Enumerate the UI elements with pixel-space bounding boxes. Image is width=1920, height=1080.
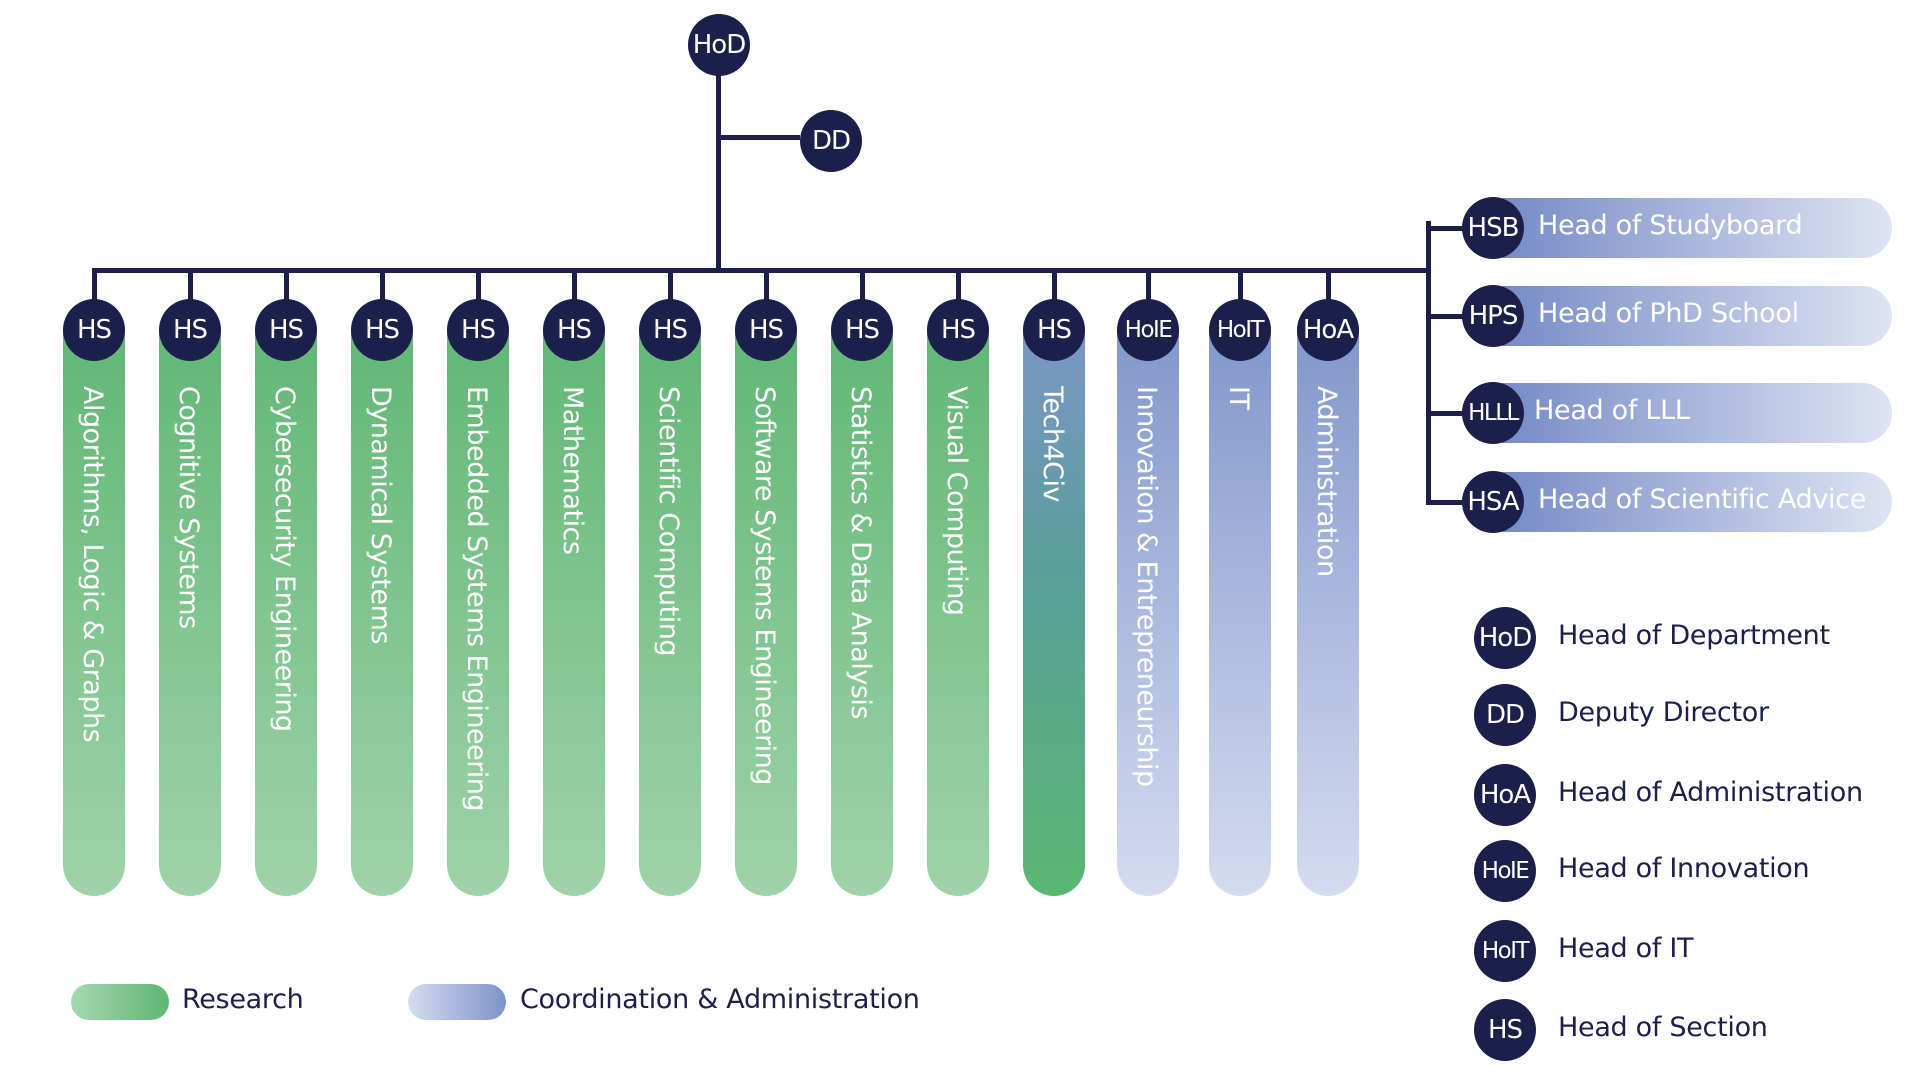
dd-connector-line — [716, 135, 800, 140]
section-label: Dynamical Systems — [365, 386, 396, 644]
key-label: Head of Department — [1558, 620, 1830, 651]
key-node: HoD — [1474, 607, 1536, 669]
section-head-node: HS — [543, 299, 605, 361]
section-head-node: HS — [255, 299, 317, 361]
column-stem — [1326, 270, 1331, 300]
key-label: Deputy Director — [1558, 697, 1769, 728]
section-label: Software Systems Engineering — [749, 386, 780, 785]
hod-node: HoD — [688, 14, 750, 76]
section-pill — [351, 300, 413, 896]
column-stem — [92, 270, 97, 300]
side-connector-line — [1426, 500, 1466, 505]
column-stem — [1052, 270, 1057, 300]
hod-vertical-line — [716, 74, 721, 270]
section-pill — [1297, 300, 1359, 896]
section-label: IT — [1223, 386, 1254, 410]
section-label: Visual Computing — [941, 386, 972, 616]
column-stem — [1238, 270, 1243, 300]
main-horizontal-line — [92, 268, 1431, 273]
section-pill — [831, 300, 893, 896]
side-head-pill — [1462, 198, 1892, 258]
column-stem — [476, 270, 481, 300]
section-head-node: HoIE — [1117, 299, 1179, 361]
section-head-node: HS — [831, 299, 893, 361]
section-head-node: HS — [447, 299, 509, 361]
key-label: Head of Section — [1558, 1012, 1768, 1043]
key-node: HoIE — [1474, 840, 1536, 902]
section-pill — [735, 300, 797, 896]
section-label: Algorithms, Logic & Graphs — [77, 386, 108, 743]
section-head-node: HS — [735, 299, 797, 361]
section-pill — [639, 300, 701, 896]
side-head-node: HPS — [1462, 285, 1524, 347]
column-stem — [860, 270, 865, 300]
color-legend-label: Coordination & Administration — [520, 984, 920, 1015]
section-pill — [63, 300, 125, 896]
section-pill — [1023, 300, 1085, 896]
section-pill — [1117, 300, 1179, 896]
column-stem — [956, 270, 961, 300]
section-label: Scientific Computing — [653, 386, 684, 656]
column-stem — [188, 270, 193, 300]
key-node: HS — [1474, 999, 1536, 1061]
column-stem — [1146, 270, 1151, 300]
key-node: HoIT — [1474, 920, 1536, 982]
research-swatch — [71, 984, 169, 1020]
section-pill — [447, 300, 509, 896]
side-connector-line — [1426, 226, 1466, 231]
key-label: Head of Administration — [1558, 777, 1863, 808]
side-head-pill — [1462, 286, 1892, 346]
side-head-label: Head of Scientific Advice — [1538, 484, 1867, 515]
side-head-label: Head of LLL — [1534, 395, 1690, 426]
section-label: Statistics & Data Analysis — [845, 386, 876, 719]
section-label: Innovation & Entrepreneurship — [1131, 386, 1162, 787]
section-pill — [543, 300, 605, 896]
section-head-node: HS — [1023, 299, 1085, 361]
key-label: Head of Innovation — [1558, 853, 1810, 884]
section-head-node: HS — [159, 299, 221, 361]
column-stem — [572, 270, 577, 300]
section-head-node: HS — [639, 299, 701, 361]
section-label: Cognitive Systems — [173, 386, 204, 629]
side-head-label: Head of PhD School — [1538, 298, 1799, 329]
section-pill — [159, 300, 221, 896]
dd-node: DD — [800, 110, 862, 172]
section-pill — [927, 300, 989, 896]
coordination-swatch — [408, 984, 506, 1020]
column-stem — [668, 270, 673, 300]
side-head-pill — [1462, 472, 1892, 532]
side-connector-line — [1426, 314, 1466, 319]
section-head-node: HS — [351, 299, 413, 361]
section-head-node: HoIT — [1209, 299, 1271, 361]
column-stem — [764, 270, 769, 300]
side-branch-vertical-line — [1426, 221, 1431, 503]
section-label: Cybersecurity Engineering — [269, 386, 300, 732]
side-head-label: Head of Studyboard — [1538, 210, 1803, 241]
section-head-node: HS — [63, 299, 125, 361]
side-head-pill — [1462, 383, 1892, 443]
side-head-node: HSA — [1462, 471, 1524, 533]
column-stem — [380, 270, 385, 300]
side-head-node: HSB — [1462, 197, 1524, 259]
section-pill — [255, 300, 317, 896]
side-head-node: HLLL — [1462, 382, 1524, 444]
section-pill — [1209, 300, 1271, 896]
key-node: DD — [1474, 684, 1536, 746]
color-legend-label: Research — [182, 984, 304, 1015]
section-label: Embedded Systems Engineering — [461, 386, 492, 812]
section-label: Tech4Civ — [1037, 386, 1068, 502]
section-head-node: HS — [927, 299, 989, 361]
side-connector-line — [1426, 411, 1466, 416]
key-node: HoA — [1474, 764, 1536, 826]
key-label: Head of IT — [1558, 933, 1694, 964]
section-label: Mathematics — [557, 386, 588, 555]
section-label: Administration — [1311, 386, 1342, 577]
section-head-node: HoA — [1297, 299, 1359, 361]
column-stem — [284, 270, 289, 300]
